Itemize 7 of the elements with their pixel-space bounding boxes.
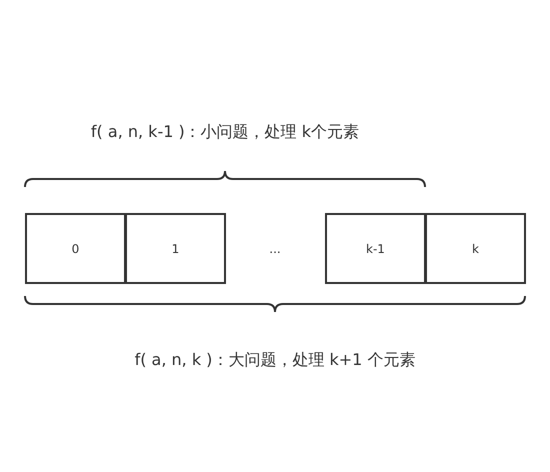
ellipsis-text: ... xyxy=(269,241,281,258)
array-cell: k xyxy=(425,213,526,284)
array-cell: 1 xyxy=(125,213,226,284)
caption-text: f( a, n, k )：大问题，处理 k+1 个元素 xyxy=(134,349,416,371)
caption-text: f( a, n, k-1 )：小问题，处理 k个元素 xyxy=(90,121,360,143)
array-cell: 0 xyxy=(25,213,126,284)
array-cell: k-1 xyxy=(325,213,426,284)
